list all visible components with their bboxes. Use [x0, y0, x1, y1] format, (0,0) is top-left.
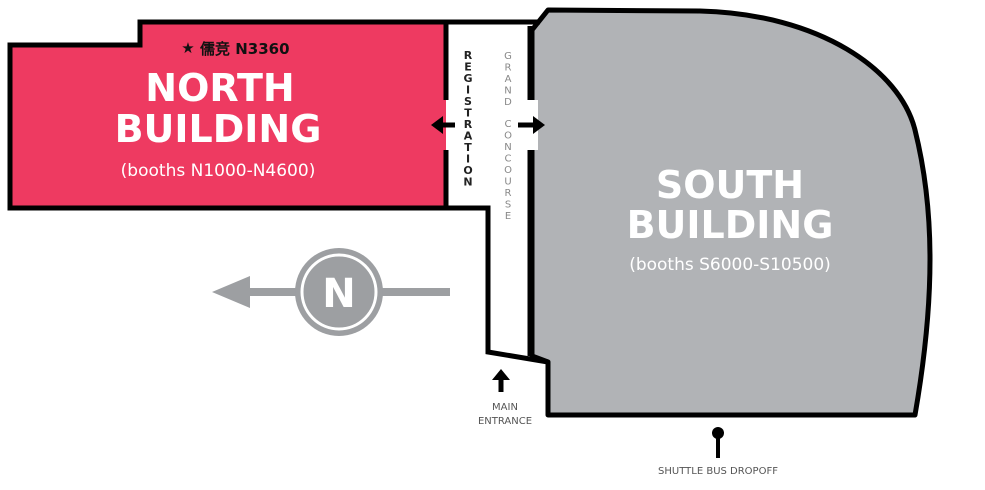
corridor-letter: U [504, 177, 511, 188]
corridor-letter: R [464, 49, 473, 62]
concourse-door-arrow-icon [518, 116, 545, 134]
north-building-booths: (booths N1000-N4600) [121, 161, 316, 181]
corridor-letter: T [464, 141, 472, 154]
corridor-letter: D [504, 97, 512, 108]
corridor-letter: E [464, 61, 472, 74]
booth-marker-label: 儒竞 N3360 [200, 40, 290, 58]
north-compass-icon: N [212, 248, 450, 336]
shuttle-dropoff-label: SHUTTLE BUS DROPOFF [658, 466, 778, 477]
corridor-letter: A [505, 74, 512, 85]
corridor-letter: C [505, 119, 512, 130]
corridor-letter: A [464, 130, 473, 143]
compass-letter: N [322, 271, 355, 317]
north-building-shape[interactable] [7, 19, 449, 211]
registration-door-arrow-icon [431, 116, 455, 134]
main-entrance-label-1: MAIN [492, 402, 518, 413]
corridor-letter: G [504, 51, 512, 62]
south-building-title-2: BUILDING [627, 203, 834, 247]
corridor-letter: N [504, 86, 511, 97]
shuttle-pin-icon [712, 427, 724, 458]
corridor-letter: O [504, 165, 512, 176]
north-building-title-1: NORTH [145, 66, 294, 110]
south-building-shape[interactable] [529, 7, 933, 418]
corridor-letter: I [466, 153, 470, 166]
corridor-letter: I [466, 84, 470, 97]
corridor-letter: R [464, 118, 473, 131]
corridor-letter: N [463, 176, 472, 189]
corridor-letter: R [505, 188, 512, 199]
corridor-letter: T [464, 107, 472, 120]
corridor-letter: R [505, 63, 512, 74]
corridor-letter: C [505, 154, 512, 165]
main-entrance-arrow-icon [492, 369, 510, 392]
corridor-letter: O [463, 164, 472, 177]
corridor-letter: S [505, 200, 511, 211]
north-building-title-2: BUILDING [115, 107, 322, 151]
corridor-letter: N [504, 142, 511, 153]
main-entrance-label-2: ENTRANCE [478, 416, 532, 427]
south-building-booths: (booths S6000-S10500) [629, 255, 831, 275]
booth-marker-star-icon: ★ [181, 39, 194, 57]
corridor-letter: S [464, 95, 472, 108]
south-building-title-1: SOUTH [656, 163, 804, 207]
corridor-letter: O [504, 131, 512, 142]
corridor-letter: E [505, 211, 511, 222]
corridor-letter: G [463, 72, 472, 85]
